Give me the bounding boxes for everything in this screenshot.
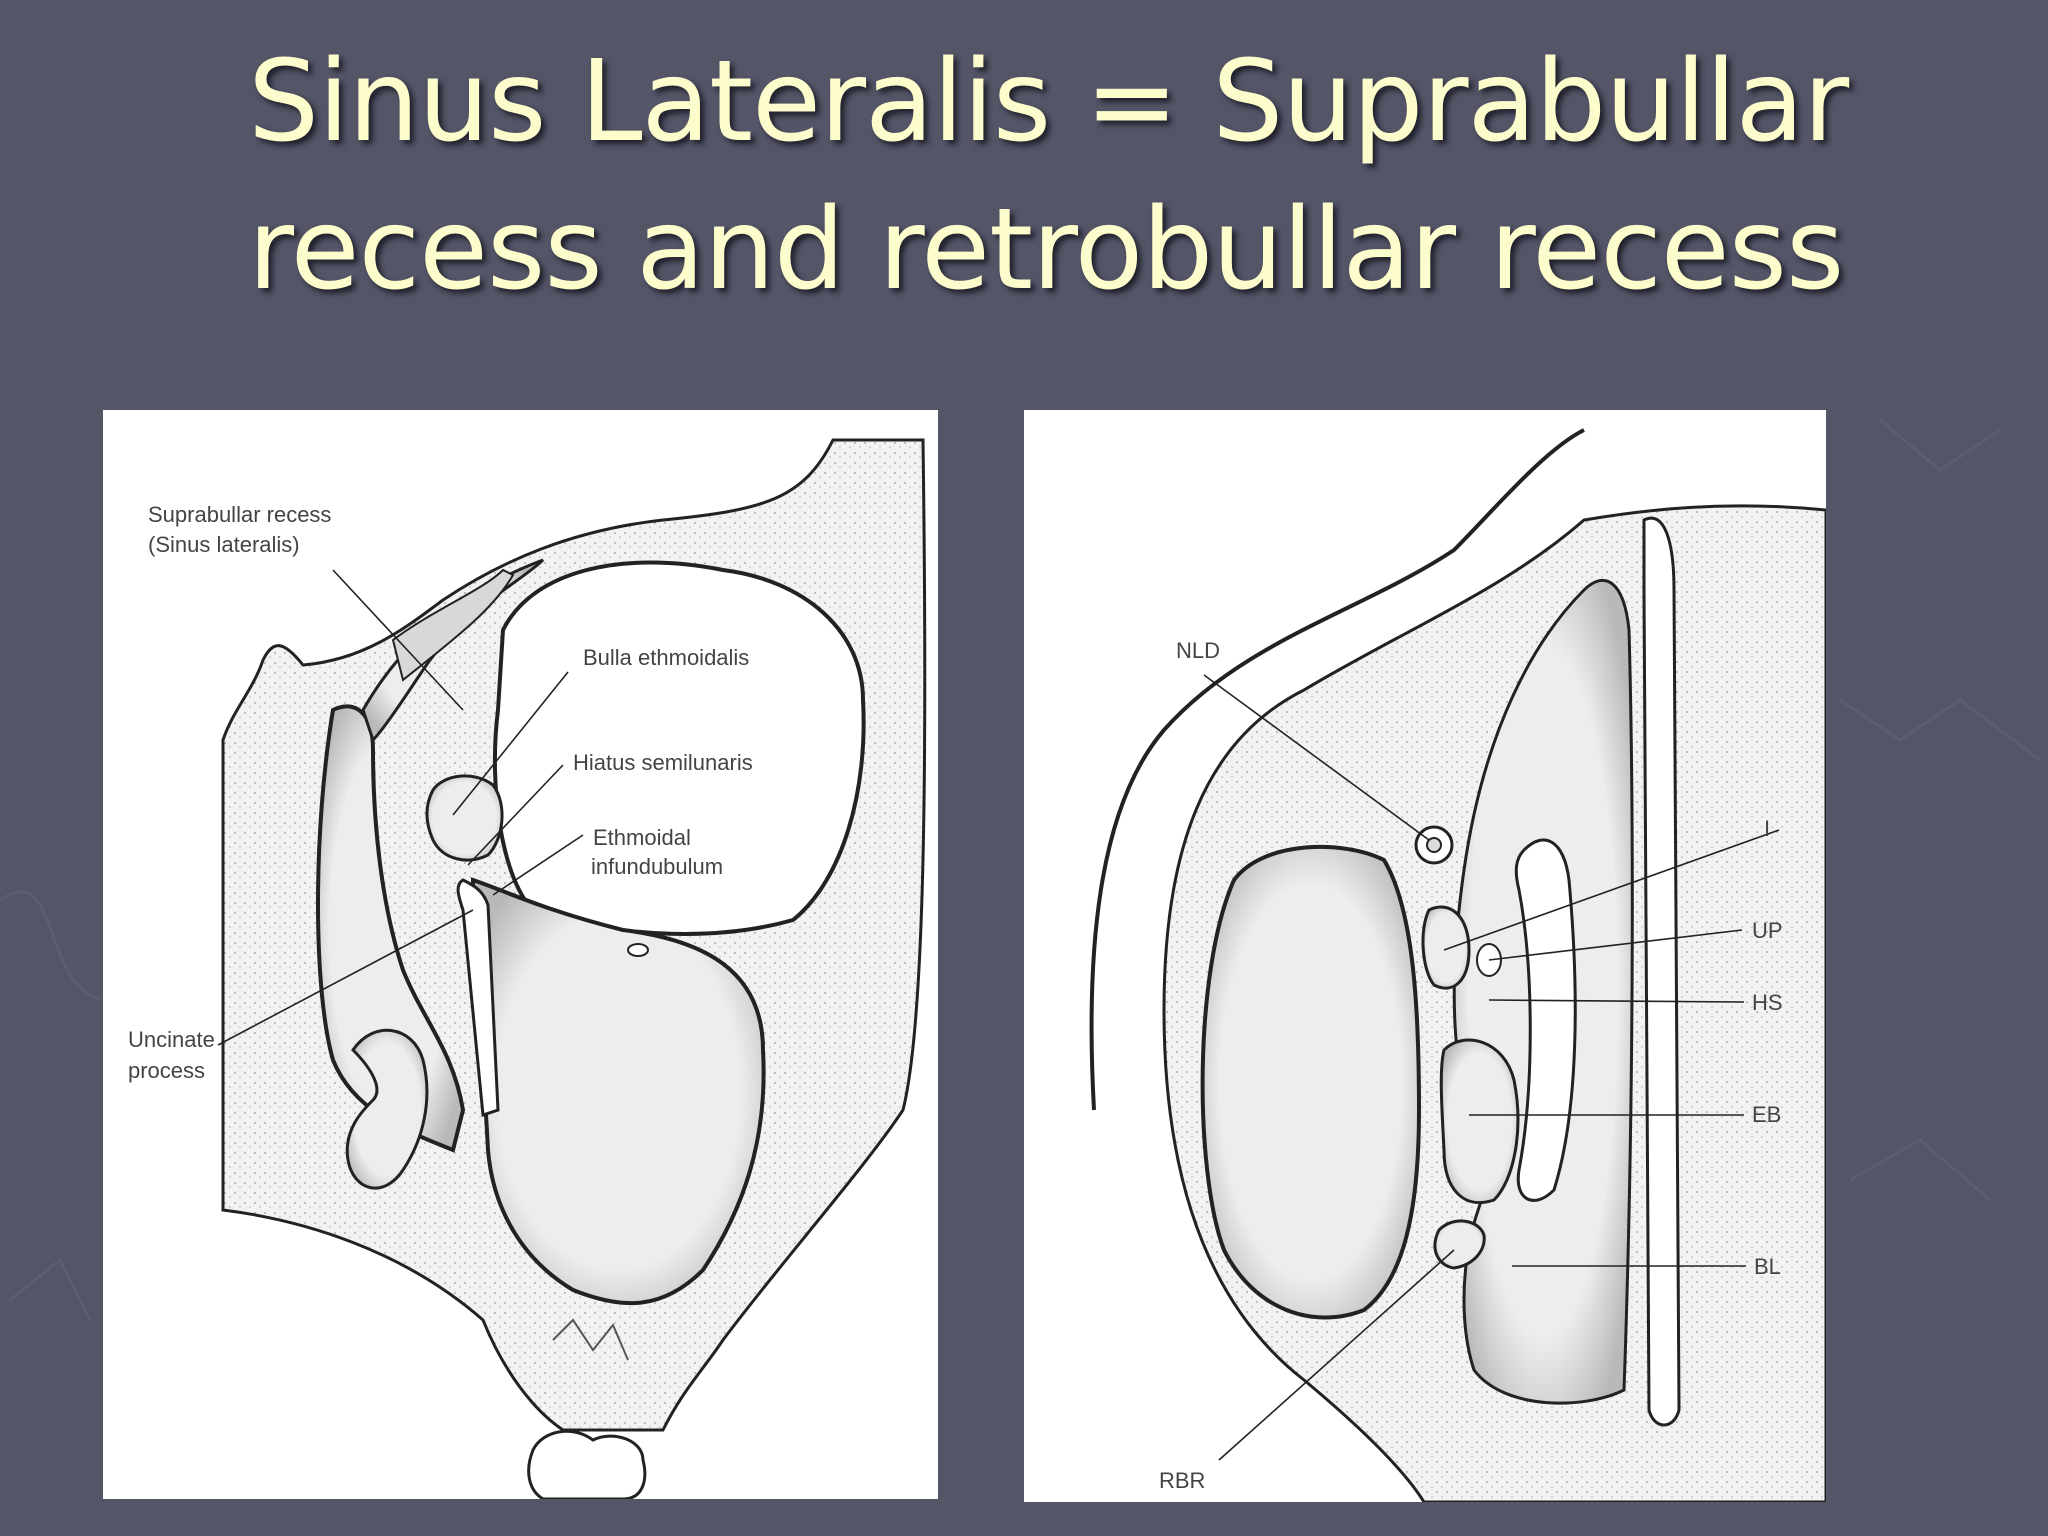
label-process: process xyxy=(128,1058,205,1083)
left-diagram-panel: Suprabullar recess (Sinus lateralis) Bul… xyxy=(103,410,938,1499)
label-suprabullar-recess: Suprabullar recess xyxy=(148,502,331,527)
label-up: UP xyxy=(1752,918,1783,943)
label-uncinate: Uncinate xyxy=(128,1027,215,1052)
title-line-2: recess and retrobullar recess xyxy=(248,185,1844,315)
label-nld: NLD xyxy=(1176,638,1220,663)
label-sinus-lateralis: (Sinus lateralis) xyxy=(148,532,300,557)
label-ethmoidal: Ethmoidal xyxy=(593,825,691,850)
label-bl: BL xyxy=(1754,1254,1781,1279)
axial-sinus-illustration: NLD I UP HS EB BL RBR xyxy=(1089,428,1826,1502)
label-i: I xyxy=(1764,816,1770,841)
label-hs: HS xyxy=(1752,990,1783,1015)
label-hiatus-semilunaris: Hiatus semilunaris xyxy=(573,750,753,775)
coronal-sinus-illustration: Suprabullar recess (Sinus lateralis) Bul… xyxy=(128,438,927,1499)
label-rbr: RBR xyxy=(1159,1468,1205,1493)
title-line-1: Sinus Lateralis = Suprabullar xyxy=(248,37,1849,167)
slide-title: Sinus Lateralis = Suprabullar recess and… xyxy=(248,28,1849,324)
label-bulla-ethmoidalis: Bulla ethmoidalis xyxy=(583,645,749,670)
label-infundubulum: infundubulum xyxy=(591,854,723,879)
label-eb: EB xyxy=(1752,1102,1781,1127)
right-diagram-panel: NLD I UP HS EB BL RBR xyxy=(1024,410,1826,1502)
